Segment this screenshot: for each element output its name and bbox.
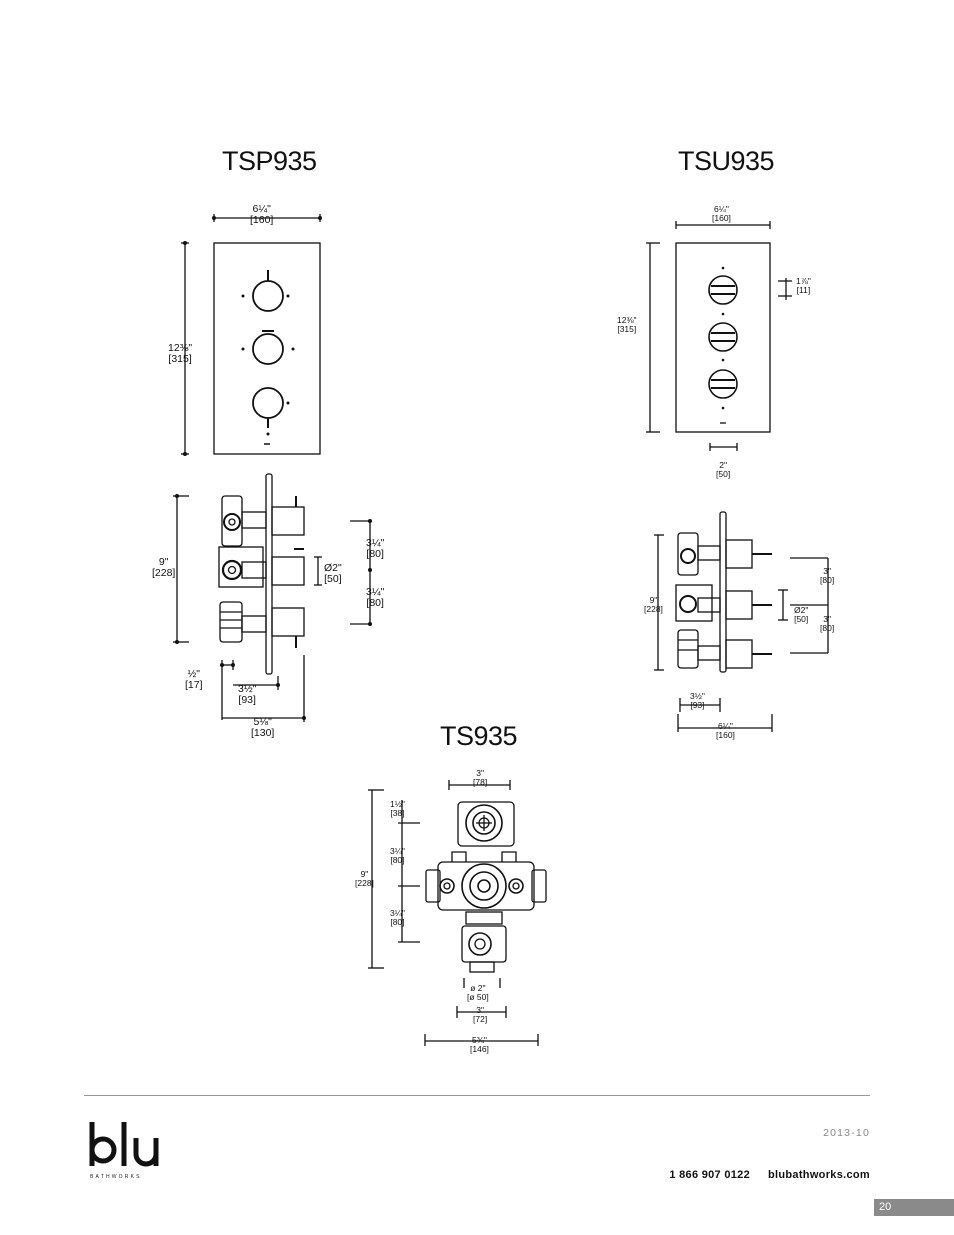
document-date: 2013-10: [823, 1127, 870, 1139]
ts-d3-dim: 3¼"[80]: [390, 908, 405, 927]
tsu-width-dim: 6¼"[160]: [712, 204, 731, 223]
tsp-height-dim: 12⅜"[315]: [168, 342, 193, 365]
tsp-depth2-dim: 5⅛"[130]: [251, 716, 275, 739]
ts-d2-dim: 3¼"[80]: [390, 846, 405, 865]
tsp-side-height-dim: 9"[228]: [152, 556, 176, 579]
phone-number: 1 866 907 0122: [669, 1169, 751, 1181]
tsp935-front-view: [181, 214, 321, 455]
tsu-spacing1-dim: 3"[80]: [820, 566, 835, 585]
tsu-knob-height-dim: 1⅞"[11]: [796, 276, 811, 295]
ts-bottom-width-dim: 3"[72]: [473, 1005, 488, 1024]
tsp-plate-dim: ½"[17]: [185, 668, 203, 691]
logo-subtext: BATHWORKS: [90, 1174, 142, 1180]
website-link[interactable]: blubathworks.com: [768, 1169, 870, 1181]
tsu-spacing2-dim: 3"[80]: [820, 614, 835, 633]
tsp-spacing2-dim: 3¼"[80]: [366, 586, 385, 609]
tsu-depth1-dim: 3½"[93]: [690, 691, 705, 710]
ts-total-dim: 9"[228]: [355, 869, 374, 888]
blu-logo-icon: [89, 1122, 159, 1167]
tsu-bottom-dim: 2"[50]: [716, 460, 731, 479]
page-number: 20: [874, 1199, 954, 1216]
tsu935-front-view: [646, 221, 792, 451]
ts935-valve-view: [368, 780, 547, 1046]
ts-outlet-dim: ø 2"[ø 50]: [467, 983, 489, 1002]
tsp-width-dim: 6¼"[160]: [250, 203, 274, 226]
tsu-side-height-dim: 9"[228]: [644, 595, 663, 614]
title-tsu935: TSU935: [678, 146, 775, 176]
ts-overall-width-dim: 5¾"[146]: [470, 1035, 489, 1054]
tsp-depth1-dim: 3½"[93]: [238, 683, 257, 706]
ts-d1-dim: 1½"[38]: [390, 799, 405, 818]
tsu935-side-view: [654, 511, 829, 732]
title-ts935: TS935: [440, 721, 518, 751]
contact-line: 1 866 907 0122 blubathworks.com: [600, 1169, 870, 1181]
tsp935-side-view: [173, 473, 371, 722]
title-tsp935: TSP935: [222, 146, 317, 176]
tsp-handle-dia-dim: Ø2"[50]: [324, 562, 342, 585]
tsu-handle-dia-dim: Ø2"[50]: [794, 605, 809, 624]
tsu-depth2-dim: 6¼"[160]: [716, 721, 735, 740]
tsp-spacing1-dim: 3¼"[80]: [366, 537, 385, 560]
ts-top-width-dim: 3"[78]: [473, 768, 488, 787]
footer-divider: [84, 1095, 870, 1096]
tsu-height-dim: 12⅜"[315]: [617, 315, 637, 334]
